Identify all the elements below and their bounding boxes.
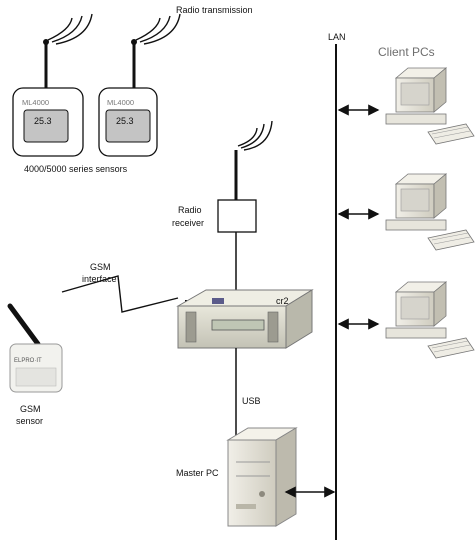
master-pc: Master PC (176, 427, 298, 527)
cr2-handle (267, 311, 279, 343)
desktop-base (385, 219, 447, 231)
gsm-sensor-antenna (7, 303, 41, 347)
radio-waves-icon (135, 13, 181, 45)
radio-receiver: Radio receiver (172, 120, 273, 233)
sensor-display (23, 109, 69, 143)
client-pc-3 (385, 281, 475, 359)
sensor-model: ML4000 (22, 98, 49, 107)
gsm-sensor-brand: ELPRO·IT (14, 358, 42, 364)
gsm-sensor-label-line1: GSM (20, 404, 41, 414)
cr2-lcd (211, 319, 265, 331)
cr2-unit: cr2 (176, 289, 314, 349)
cr2-logo (212, 298, 224, 304)
radio-receiver-label-line1: Radio (178, 205, 202, 215)
usb-label: USB (242, 396, 261, 406)
gsm-sensor-label-line2: sensor (16, 416, 43, 426)
sensor-display (105, 109, 151, 143)
radio-waves-icon (47, 13, 93, 45)
keyboard-icon (427, 123, 475, 145)
desktop-base (385, 327, 447, 339)
receiver-box (217, 199, 257, 233)
gsm-interface-label-line2: interface (82, 274, 117, 284)
gsm-interface-label-line1: GSM (90, 262, 111, 272)
sensor-2: ML4000 25.3 (98, 13, 181, 157)
sensor-1: ML4000 25.3 (12, 13, 93, 157)
client-pc-2 (385, 173, 475, 251)
radio-waves-icon (237, 120, 273, 151)
master-pc-front (227, 439, 277, 527)
master-pc-label: Master PC (176, 468, 219, 478)
gsm-sensor: ELPRO·IT GSM sensor (7, 303, 63, 426)
series-sensors-label: 4000/5000 series sensors (24, 164, 128, 174)
keyboard-icon (427, 337, 475, 359)
keyboard-icon (427, 229, 475, 251)
power-button-icon (259, 491, 265, 497)
sensor-reading: 25.3 (116, 116, 134, 126)
client-pcs-label: Client PCs (378, 45, 435, 59)
radio-receiver-label-line2: receiver (172, 218, 204, 228)
lan-label: LAN (328, 32, 346, 42)
desktop-base (385, 113, 447, 125)
radio-transmission-label: Radio transmission (176, 5, 253, 15)
sensor-reading: 25.3 (34, 116, 52, 126)
client-pc-1 (385, 67, 475, 145)
cr2-handle (185, 311, 197, 343)
sensor-model: ML4000 (107, 98, 134, 107)
gsm-link-zigzag (61, 275, 179, 313)
cr2-label: cr2 (276, 296, 289, 306)
